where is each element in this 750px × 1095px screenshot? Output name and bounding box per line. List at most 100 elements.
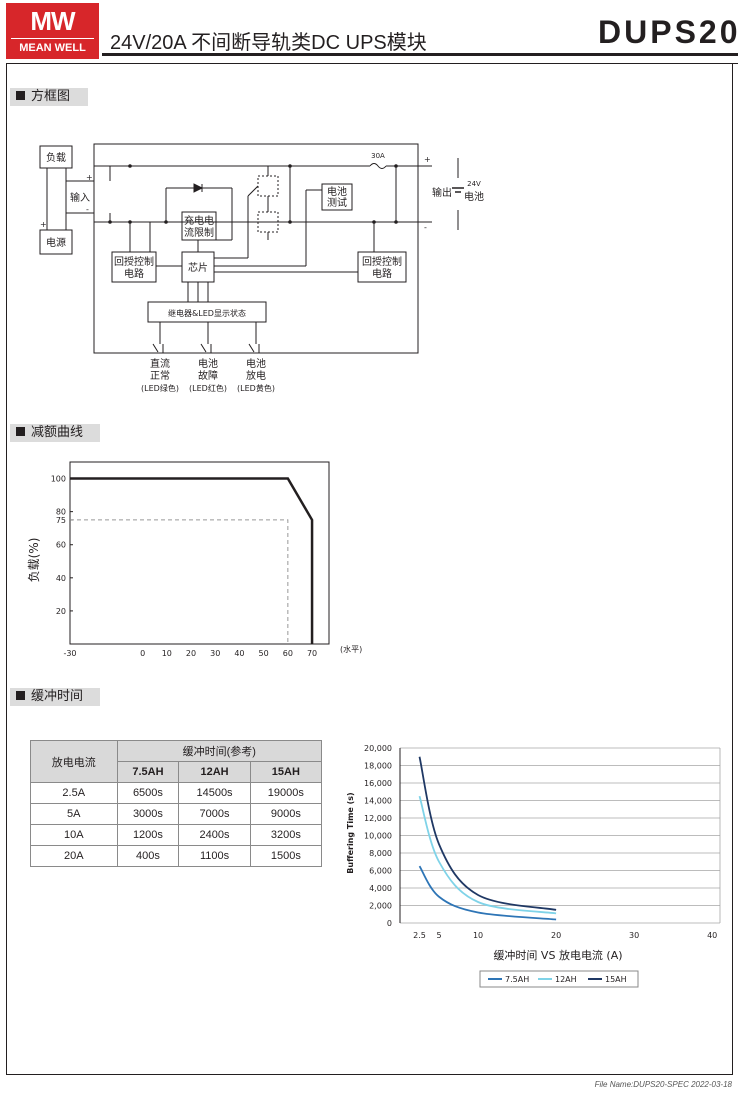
led3-line2: 放电 xyxy=(246,369,266,382)
buffer-ytick: 12,000 xyxy=(364,814,392,823)
derating-dash-guide xyxy=(70,519,289,644)
label-plus-in: + xyxy=(86,173,93,182)
buffer-ytick: 2,000 xyxy=(369,902,392,911)
page-title: 24V/20A 不间断导轨类DC UPS模块 xyxy=(110,32,427,54)
label-minus-out: - xyxy=(424,223,427,232)
legend-label: 12AH xyxy=(555,975,577,984)
table-row: 20A 400s 1100s 1500s xyxy=(30,845,323,867)
ups-outline xyxy=(93,143,419,354)
label-feedback-left-2: 电路 xyxy=(124,267,144,280)
footer-file-name: File Name:DUPS20-SPEC 2022-03-18 xyxy=(594,1080,732,1089)
legend-label: 15AH xyxy=(605,975,627,984)
buffer-ytick: 4,000 xyxy=(369,884,392,893)
power-box xyxy=(39,229,73,255)
bullet-square-icon xyxy=(16,691,25,700)
switch-upper-icon xyxy=(257,175,279,197)
derating-plot-area xyxy=(69,461,330,645)
table-header-row: 放电电流 缓冲时间(参考) xyxy=(30,740,322,783)
label-relay-led: 继电器&LED显示状态 xyxy=(168,308,246,318)
label-charge-1: 充电电 xyxy=(184,214,214,227)
buffer-xtick: 5 xyxy=(436,931,441,940)
derating-xtick: 40 xyxy=(234,649,244,658)
section-header-buffer: 缓冲时间 xyxy=(10,688,100,706)
model-number: DUPS20 xyxy=(598,14,741,50)
feedback-control-left-box xyxy=(111,251,157,283)
label-fuse: 30A xyxy=(371,152,385,160)
led-switch-2-icon xyxy=(200,343,212,353)
table-cell: 9000s xyxy=(249,803,323,825)
fuse-icon xyxy=(369,163,387,169)
table-cell: 20A xyxy=(30,845,118,867)
led-switch-1-icon xyxy=(152,343,164,353)
label-power: 电源 xyxy=(46,236,66,249)
header-col: 7.5AH xyxy=(116,761,180,783)
table-cell: 1200s xyxy=(116,824,180,846)
block-diagram: 负载 输入 电源 30A 输出 24V 电池 充电电 流限制 电池 测试 回授控… xyxy=(39,143,484,393)
derating-xunit: (水平) xyxy=(340,644,362,654)
buffer-series-line-12AH xyxy=(418,795,557,915)
buffer-ytick: 10,000 xyxy=(364,832,392,841)
led2-line2: 故障 xyxy=(198,369,218,382)
buffer-legend xyxy=(479,970,639,988)
buffer-ytick: 8,000 xyxy=(369,849,392,858)
table-cell: 3200s xyxy=(249,824,323,846)
header-rule-thin xyxy=(6,63,738,64)
label-feedback-left-1: 回授控制 xyxy=(114,255,154,268)
buffer-ylabel: Buffering Time (s) xyxy=(346,792,355,873)
label-battery-voltage: 24V xyxy=(467,180,481,188)
table-cell: 1500s xyxy=(249,845,323,867)
section-header-derating: 减额曲线 xyxy=(10,424,100,442)
header-buffer-time: 缓冲时间(参考) xyxy=(116,740,322,762)
relay-led-bar xyxy=(147,301,267,323)
label-feedback-right-2: 电路 xyxy=(372,267,392,280)
derating-ytick: 60 xyxy=(56,541,66,550)
derating-xtick: 70 xyxy=(307,649,317,658)
table-cell: 10A xyxy=(30,824,118,846)
bullet-square-icon xyxy=(16,91,25,100)
label-battery: 电池 xyxy=(464,190,484,203)
bullet-square-icon xyxy=(16,427,25,436)
battery-test-box xyxy=(321,183,353,211)
derating-xtick: 50 xyxy=(259,649,269,658)
feedback-control-right-box xyxy=(357,251,407,283)
derating-ytick: 20 xyxy=(56,607,66,616)
table-cell: 3000s xyxy=(116,803,180,825)
header-rule xyxy=(102,53,738,56)
buffer-ytick: 0 xyxy=(387,919,392,928)
derating-xtick: 20 xyxy=(186,649,196,658)
buffer-series-line-7.5AH xyxy=(418,865,557,921)
table-header-row: 7.5AH 12AH 15AH xyxy=(31,761,323,783)
label-battery-test-1: 电池 xyxy=(327,185,347,198)
derating-ytick: 40 xyxy=(56,574,66,583)
buffer-xtick: 10 xyxy=(473,931,483,940)
section-header-block-diagram: 方框图 xyxy=(10,88,88,106)
header-col: 15AH xyxy=(249,761,323,783)
label-load: 负载 xyxy=(46,151,66,164)
label-output: 输出 xyxy=(432,186,452,199)
table-cell: 2.5A xyxy=(30,782,118,804)
table-cell: 5A xyxy=(30,803,118,825)
derating-ytick: 80 xyxy=(56,508,66,517)
load-box xyxy=(39,145,73,169)
led1-line3: (LED绿色) xyxy=(141,383,179,393)
page-frame xyxy=(6,64,733,1075)
label-minus-in: - xyxy=(86,205,89,214)
buffer-xlabel: 缓冲时间 VS 放电电流 (A) xyxy=(493,948,622,962)
diode-icon xyxy=(193,183,204,193)
table-cell: 19000s xyxy=(249,782,323,804)
buffer-ytick: 20,000 xyxy=(364,744,392,753)
table-cell: 7000s xyxy=(178,803,251,825)
legend-label: 7.5AH xyxy=(505,975,529,984)
derating-xtick: 60 xyxy=(283,649,293,658)
derating-curve xyxy=(70,477,314,644)
derating-xtick: -30 xyxy=(63,649,76,658)
label-battery-test-2: 测试 xyxy=(327,196,347,209)
meanwell-logo: MW MEAN WELL xyxy=(6,3,99,59)
label-feedback-right-1: 回授控制 xyxy=(362,255,402,268)
table-cell: 400s xyxy=(116,845,180,867)
table-cell: 14500s xyxy=(178,782,251,804)
buffer-xtick: 30 xyxy=(629,931,639,940)
buffer-xtick: 2.5 xyxy=(413,931,426,940)
derating-ytick: 100 xyxy=(51,475,66,484)
led2-line3: (LED红色) xyxy=(189,383,227,393)
